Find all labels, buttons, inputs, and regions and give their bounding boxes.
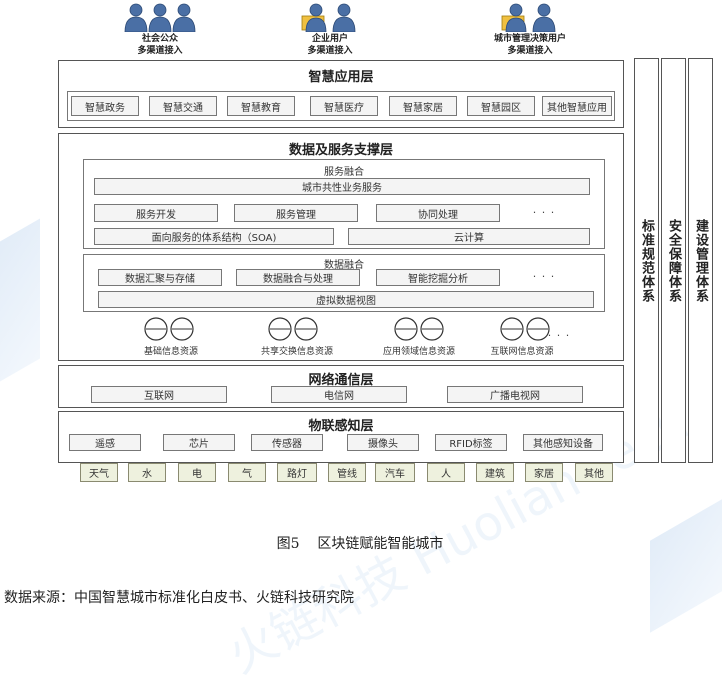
watermark-stripe-right: [650, 499, 722, 633]
user-group-city-manager: 城市管理决策用户 多渠道接入: [470, 2, 590, 62]
thing-item: 天气: [80, 463, 118, 482]
data-fusion-title: 数据融合: [324, 260, 364, 271]
data-process-box: 数据融合与处理: [236, 269, 360, 286]
thing-item: 建筑: [476, 463, 514, 482]
iot-item: 芯片: [163, 434, 235, 451]
ellipsis: · · ·: [532, 206, 556, 219]
iot-layer: 物联感知层 遥感 芯片 传感器 摄像头 RFID标签 其他感知设备: [58, 411, 624, 463]
resource-domain: 应用领域信息资源: [349, 316, 489, 357]
city-manager-icon: [501, 3, 556, 32]
database-icon: [144, 317, 194, 341]
data-fusion-panel: 数据融合 数据汇聚与存储 数据融合与处理 智能挖掘分析 · · · 虚拟数据视图: [83, 254, 605, 312]
thing-item: 路灯: [277, 463, 317, 482]
virtual-data-view-box: 虚拟数据视图: [98, 291, 594, 308]
network-layer-title: 网络通信层: [308, 373, 374, 388]
common-service-box: 城市共性业务服务: [94, 178, 590, 195]
thing-item: 水: [128, 463, 166, 482]
ellipsis: · · ·: [547, 329, 571, 342]
app-item: 智慧教育: [227, 96, 295, 116]
resource-label: 共享交换信息资源: [260, 347, 333, 357]
resource-label: 应用领域信息资源: [382, 347, 455, 357]
service-dev-box: 服务开发: [94, 204, 218, 222]
support-layer-title: 数据及服务支撑层: [288, 143, 393, 158]
thing-item: 汽车: [375, 463, 415, 482]
collab-box: 协同处理: [376, 204, 500, 222]
service-fusion-panel: 服务融合 城市共性业务服务 服务开发 服务管理 协同处理 · · · 面向服务的…: [83, 159, 605, 249]
app-item: 智慧园区: [467, 96, 535, 116]
cloud-box: 云计算: [348, 228, 590, 245]
data-mining-box: 智能挖掘分析: [376, 269, 500, 286]
database-icon: [394, 317, 444, 341]
iot-item: 其他感知设备: [523, 434, 603, 451]
user-label-line2: 多渠道接入: [307, 46, 353, 56]
database-icon: [500, 317, 550, 341]
resource-internet: 互联网信息资源: [457, 316, 587, 357]
network-item: 电信网: [271, 386, 407, 403]
public-users-icon: [124, 3, 196, 32]
resource-basic: 基础信息资源: [111, 316, 231, 357]
iot-item: 遥感: [69, 434, 141, 451]
thing-item: 管线: [328, 463, 366, 482]
app-layer: 智慧应用层 智慧政务 智慧交通 智慧教育 智慧医疗 智慧家居 智慧园区 其他智慧…: [58, 60, 624, 128]
app-item: 智慧政务: [71, 96, 139, 116]
user-label-line2: 多渠道接入: [507, 46, 553, 56]
user-group-enterprise: 企业用户 多渠道接入: [280, 2, 380, 62]
network-item: 广播电视网: [447, 386, 583, 403]
thing-item: 人: [427, 463, 465, 482]
user-label-line2: 多渠道接入: [137, 46, 183, 56]
data-source: 数据来源：中国智慧城市标准化白皮书、火链科技研究院: [4, 590, 354, 606]
side-column-standards: 标准规范体系: [634, 58, 659, 463]
service-mgmt-box: 服务管理: [234, 204, 358, 222]
app-item: 智慧医疗: [310, 96, 378, 116]
ellipsis: · · ·: [532, 270, 556, 283]
service-fusion-title: 服务融合: [324, 167, 364, 178]
resource-label: 基础信息资源: [143, 347, 198, 357]
watermark-stripe-left: [0, 218, 40, 382]
database-icon: [268, 317, 318, 341]
iot-item: 传感器: [251, 434, 323, 451]
network-layer: 网络通信层 互联网 电信网 广播电视网: [58, 365, 624, 408]
resource-label: 互联网信息资源: [490, 347, 554, 357]
user-label-line1: 社会公众: [141, 34, 178, 44]
user-label-line1: 企业用户: [311, 34, 348, 44]
user-group-public: 社会公众 多渠道接入: [110, 2, 210, 62]
figure-caption: 图5 区块链赋能智能城市: [276, 536, 444, 552]
app-item: 智慧家居: [389, 96, 457, 116]
iot-layer-title: 物联感知层: [308, 419, 374, 434]
side-column-label: 标准规范体系: [639, 218, 654, 303]
data-store-box: 数据汇聚与存储: [98, 269, 222, 286]
side-column-security: 安全保障体系: [661, 58, 686, 463]
side-column-label: 建设管理体系: [693, 218, 708, 303]
network-item: 互联网: [91, 386, 227, 403]
thing-item: 家居: [525, 463, 563, 482]
thing-item: 气: [228, 463, 266, 482]
side-column-label: 安全保障体系: [666, 218, 681, 303]
soa-box: 面向服务的体系结构（SOA): [94, 228, 334, 245]
iot-item: RFID标签: [435, 434, 507, 451]
app-layer-title: 智慧应用层: [308, 70, 374, 85]
enterprise-user-icon: [301, 3, 356, 32]
iot-item: 摄像头: [347, 434, 419, 451]
side-column-construction: 建设管理体系: [688, 58, 713, 463]
support-layer: 数据及服务支撑层 服务融合 城市共性业务服务 服务开发 服务管理 协同处理 · …: [58, 133, 624, 361]
thing-item: 其他: [575, 463, 613, 482]
user-label-line1: 城市管理决策用户: [493, 34, 566, 44]
app-item: 智慧交通: [149, 96, 217, 116]
resource-shared: 共享交换信息资源: [227, 316, 367, 357]
thing-item: 电: [178, 463, 216, 482]
app-item: 其他智慧应用: [542, 96, 612, 116]
